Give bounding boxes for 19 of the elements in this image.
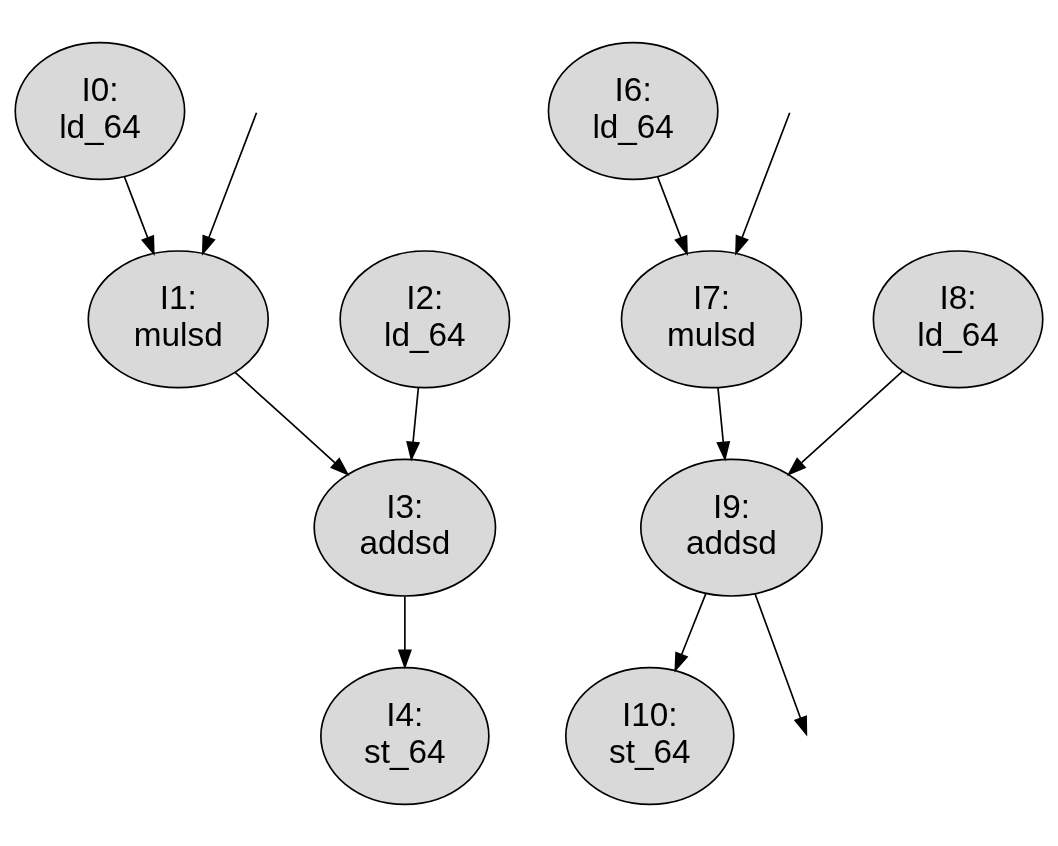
- node-ellipse: I0: ld_64: [14, 41, 186, 180]
- node-ellipse: I8: ld_64: [872, 249, 1044, 389]
- node-ellipse: I4: st_64: [320, 666, 490, 805]
- node-ellipse: I10: st_64: [564, 666, 735, 805]
- arrow: [754, 592, 808, 736]
- node-ellipse: I2: ld_64: [339, 249, 511, 389]
- arrow: [786, 369, 904, 476]
- arrow: [201, 111, 258, 256]
- node-ellipse: I1: mulsd: [87, 249, 270, 389]
- arrow: [397, 595, 412, 670]
- arrow: [406, 386, 421, 462]
- arrow: [656, 175, 688, 256]
- node-ellipse: I7: mulsd: [620, 249, 803, 389]
- arrow: [716, 386, 731, 462]
- arrow: [674, 592, 707, 673]
- arrow: [123, 175, 155, 256]
- arrow: [234, 371, 350, 476]
- arrow: [735, 111, 791, 256]
- node-ellipse: I6: ld_64: [547, 41, 719, 180]
